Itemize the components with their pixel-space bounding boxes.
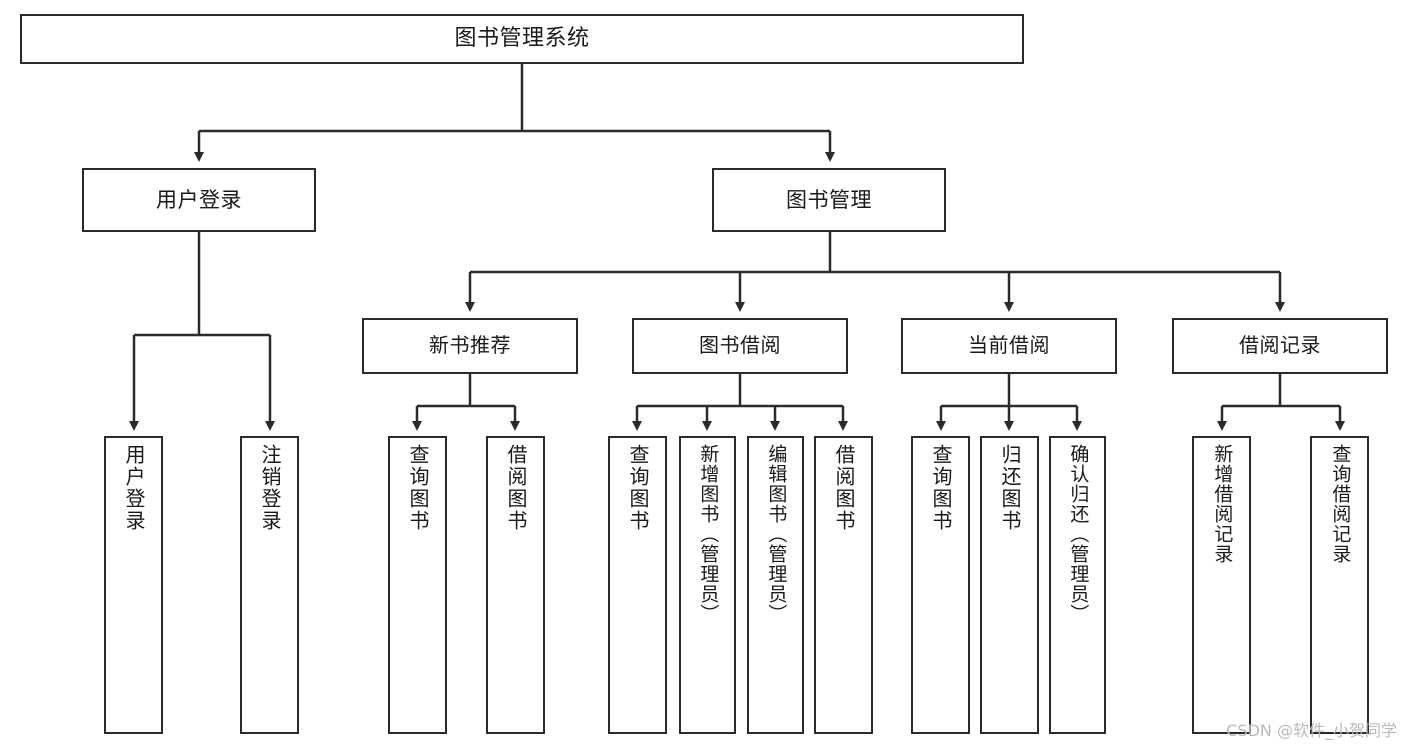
leaf-add-borrow-record[interactable]: 新增借阅记录 — [1192, 436, 1251, 734]
node-label: 借阅图书 — [504, 444, 528, 532]
leaf-borrow-book-recommend[interactable]: 借阅图书 — [486, 436, 545, 734]
node-label: 当前借阅 — [968, 333, 1050, 358]
node-label: 确认归还（管理员） — [1067, 444, 1090, 624]
node-label: 图书管理系统 — [454, 26, 590, 52]
node-label: 用户登录 — [122, 444, 146, 532]
csdn-watermark: CSDN @软件_小贺同学 — [1226, 721, 1397, 740]
node-label: 借阅图书 — [832, 444, 856, 532]
node-label: 编辑图书（管理员） — [765, 444, 788, 624]
leaf-edit-book-admin[interactable]: 编辑图书（管理员） — [747, 436, 804, 734]
node-label: 注销登录 — [258, 444, 282, 532]
leaf-user-login[interactable]: 用户登录 — [104, 436, 163, 734]
node-label: 归还图书 — [998, 444, 1022, 532]
node-label: 图书管理 — [786, 187, 872, 212]
node-book-management[interactable]: 图书管理 — [712, 168, 946, 232]
node-label: 新书推荐 — [429, 333, 511, 358]
leaf-query-borrow-record[interactable]: 查询借阅记录 — [1310, 436, 1369, 734]
leaf-query-book-borrow[interactable]: 查询图书 — [608, 436, 667, 734]
leaf-confirm-return-admin[interactable]: 确认归还（管理员） — [1049, 436, 1106, 734]
node-label: 新增图书（管理员） — [697, 444, 720, 624]
node-label: 图书借阅 — [699, 333, 781, 358]
leaf-return-book[interactable]: 归还图书 — [980, 436, 1039, 734]
node-label: 查询借阅记录 — [1329, 444, 1352, 564]
node-label: 查询图书 — [929, 444, 953, 532]
node-label: 借阅记录 — [1239, 333, 1321, 358]
node-borrow-record[interactable]: 借阅记录 — [1172, 318, 1388, 374]
node-label: 查询图书 — [406, 444, 430, 532]
leaf-add-book-admin[interactable]: 新增图书（管理员） — [679, 436, 736, 734]
node-user-login[interactable]: 用户登录 — [82, 168, 316, 232]
node-label: 查询图书 — [626, 444, 650, 532]
node-root-system[interactable]: 图书管理系统 — [20, 14, 1024, 64]
node-label: 用户登录 — [156, 187, 242, 212]
leaf-query-book-current[interactable]: 查询图书 — [911, 436, 970, 734]
leaf-logout[interactable]: 注销登录 — [240, 436, 299, 734]
node-current-borrow[interactable]: 当前借阅 — [901, 318, 1117, 374]
leaf-query-book-recommend[interactable]: 查询图书 — [388, 436, 447, 734]
node-label: 新增借阅记录 — [1211, 444, 1234, 564]
node-book-borrow[interactable]: 图书借阅 — [632, 318, 848, 374]
leaf-borrow-book[interactable]: 借阅图书 — [814, 436, 873, 734]
node-new-book-recommend[interactable]: 新书推荐 — [362, 318, 578, 374]
